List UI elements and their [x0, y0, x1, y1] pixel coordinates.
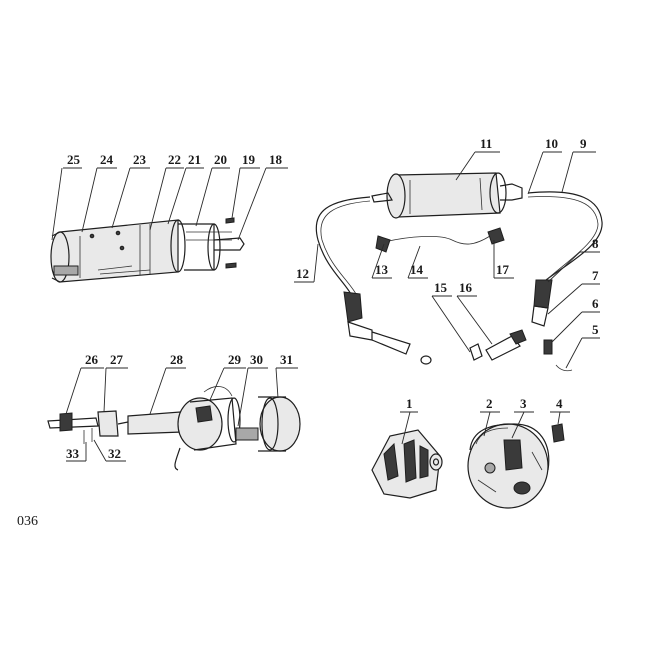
callout-20: 20	[214, 152, 227, 167]
callout-15: 15	[434, 280, 448, 295]
callout-8: 8	[592, 236, 599, 251]
callout-29: 29	[228, 352, 242, 367]
callout-19: 19	[242, 152, 256, 167]
callout-12: 12	[296, 266, 309, 281]
callout-24: 24	[100, 152, 114, 167]
leader-lines	[51, 151, 600, 462]
callout-23: 23	[133, 152, 147, 167]
callout-1: 1	[406, 396, 413, 411]
callout-9: 9	[580, 136, 587, 151]
callout-3: 3	[520, 396, 527, 411]
rotor-stator-assembly	[371, 423, 565, 509]
distributor-assembly	[47, 386, 301, 471]
callout-22: 22	[168, 152, 181, 167]
callout-11: 11	[480, 136, 492, 151]
callout-32: 32	[108, 446, 121, 461]
callout-30: 30	[250, 352, 263, 367]
magneto-shaft-assembly	[50, 217, 245, 283]
callout-10: 10	[545, 136, 558, 151]
callout-26: 26	[85, 352, 99, 367]
callout-25: 25	[67, 152, 81, 167]
callout-13: 13	[375, 262, 389, 277]
callout-5: 5	[592, 322, 599, 337]
callout-21: 21	[188, 152, 201, 167]
callout-17: 17	[496, 262, 510, 277]
callout-6: 6	[592, 296, 599, 311]
callout-7: 7	[592, 268, 599, 283]
page-code: 036	[17, 514, 38, 529]
callout-14: 14	[410, 262, 424, 277]
ignition-coil-assembly	[315, 172, 603, 372]
callout-33: 33	[66, 446, 80, 461]
callout-28: 28	[170, 352, 184, 367]
callout-2: 2	[486, 396, 493, 411]
callout-31: 31	[280, 352, 293, 367]
callout-27: 27	[110, 352, 124, 367]
callout-18: 18	[269, 152, 283, 167]
callout-4: 4	[556, 396, 563, 411]
callout-16: 16	[459, 280, 473, 295]
callout-labels: 25 24 23 22 21 20 19 18 11 10 9 12 13 14…	[66, 136, 599, 461]
